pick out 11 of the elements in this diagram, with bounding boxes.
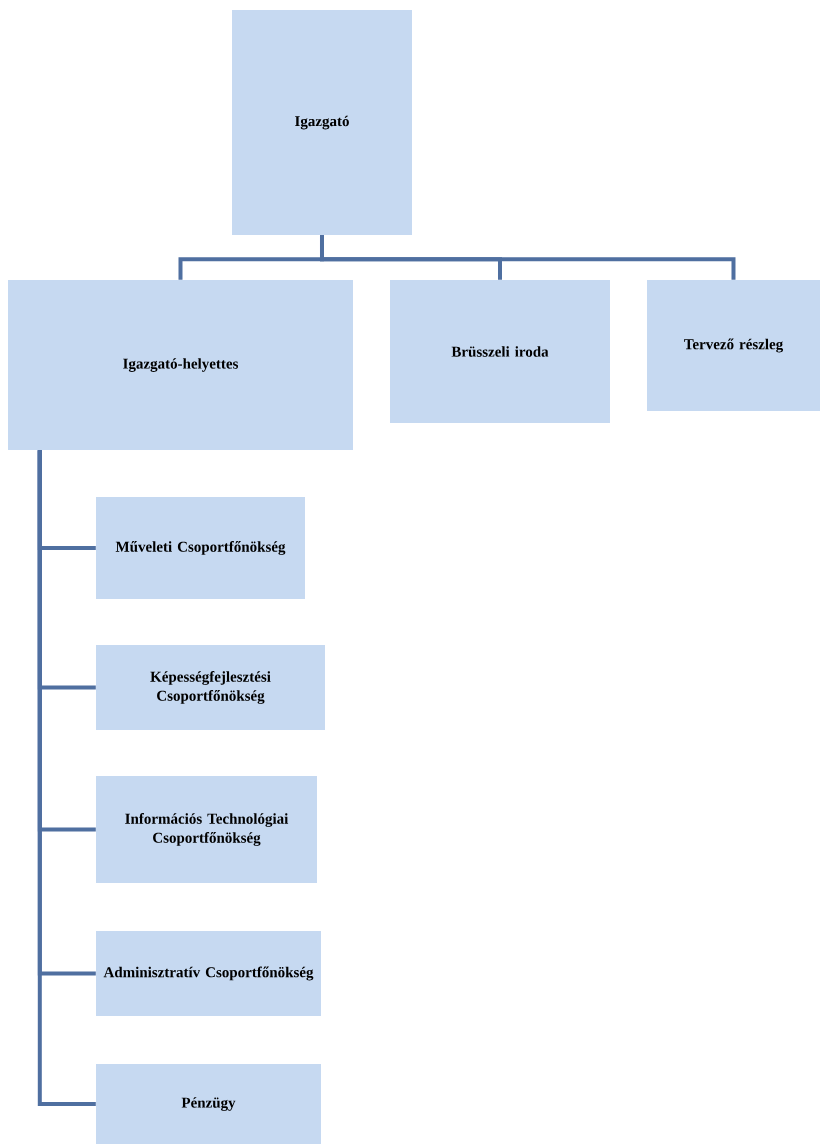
org-box: Adminisztratív Csoportfőnökség xyxy=(96,931,321,1016)
org-box: Igazgató xyxy=(232,10,412,235)
org-box: Pénzügy xyxy=(96,1064,321,1144)
org-box: Képességfejlesztési Csoportfőnökség xyxy=(96,645,325,730)
connector-line xyxy=(320,235,736,280)
org-box: Műveleti Csoportfőnökség xyxy=(96,497,305,599)
connector-line xyxy=(37,450,96,1106)
org-box: Igazgató-helyettes xyxy=(8,280,353,450)
org-box: Információs Technológiai Csoportfőnökség xyxy=(96,776,317,883)
org-box: Brüsszeli iroda xyxy=(390,280,610,423)
org-box: Tervező részleg xyxy=(647,280,820,411)
